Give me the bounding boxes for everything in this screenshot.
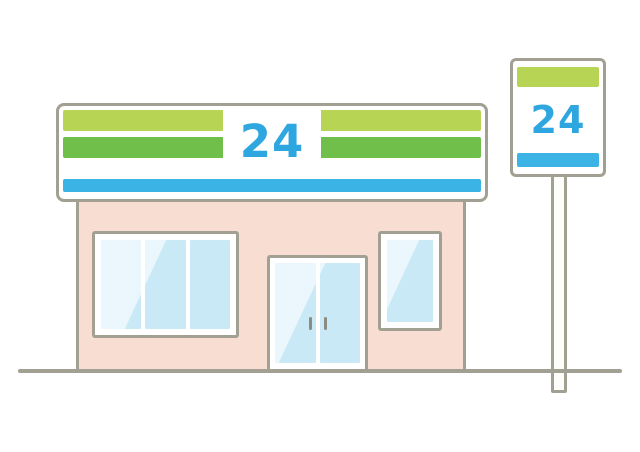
front-door — [267, 255, 368, 372]
storefront-24-label: 24 — [239, 115, 305, 168]
pole-sign-stripe-blue — [517, 153, 599, 167]
window-pane — [189, 240, 230, 329]
front-door-glass — [275, 263, 360, 363]
pole-sign-label-box: 24 — [513, 87, 603, 152]
left-window — [92, 231, 239, 338]
sign-label-box: 24 — [223, 106, 321, 177]
left-window-glass — [101, 240, 230, 329]
pole-sign-24-label: 24 — [530, 97, 586, 142]
ground-line — [18, 369, 622, 373]
window-pane — [387, 240, 433, 322]
sign-pole — [551, 172, 567, 393]
right-window-glass — [387, 240, 433, 322]
storefront-sign: 24 — [56, 103, 488, 202]
sign-stripe-blue — [63, 179, 481, 192]
door-panel-left — [275, 263, 316, 363]
pole-sign: 24 — [510, 58, 606, 177]
window-pane — [101, 240, 142, 329]
door-panel-right — [319, 263, 360, 363]
right-window — [378, 231, 442, 331]
window-pane — [145, 240, 186, 329]
pole-sign-stripe-yellow-green — [517, 67, 599, 87]
door-handle-right — [323, 317, 327, 330]
door-handle-left — [308, 317, 312, 330]
